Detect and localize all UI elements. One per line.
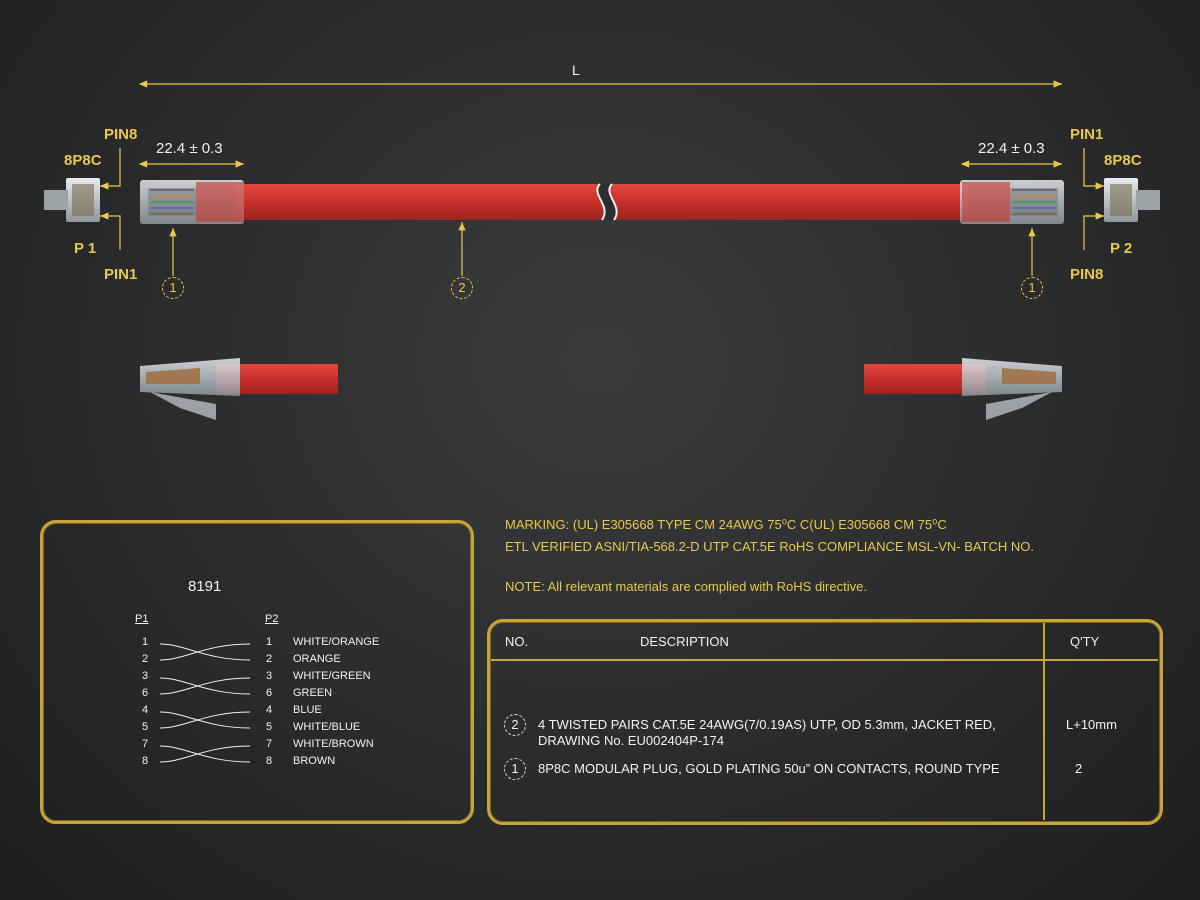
bom-row-number: 1 [504, 758, 526, 780]
bom-row-qty: 2 [1075, 761, 1083, 776]
p2-pin: 6 [266, 687, 273, 699]
p1-pin: 8 [142, 755, 149, 767]
bom-row-description: 8P8C MODULAR PLUG, GOLD PLATING 50u” ON … [538, 761, 1000, 776]
bom-row-qty: L+10mm [1066, 717, 1117, 732]
wire-color: WHITE/BLUE [293, 721, 361, 733]
right-plug-3d-view [864, 358, 1062, 420]
left-plug-label: P 1 [74, 240, 97, 257]
marking-line1: MARKING: (UL) E305668 TYPE CM 24AWG 75⁰C… [505, 517, 947, 532]
left-dimension: 22.4 ± 0.3 [156, 140, 223, 157]
right-pin-bottom: PIN8 [1070, 266, 1104, 283]
wiring-twists [159, 643, 251, 763]
right-plug-label: P 2 [1110, 240, 1133, 257]
bom-row-description: 4 TWISTED PAIRS CAT.5E 24AWG(7/0.19AS) U… [538, 717, 996, 732]
p2-pin: 3 [266, 670, 273, 682]
right-plug-end-view [1104, 178, 1160, 222]
p2-pin: 1 [266, 636, 273, 648]
callout-cable: 2 [451, 277, 473, 299]
left-connector-label: 8P8C [64, 152, 102, 169]
marking-line2: ETL VERIFIED ASNI/TIA-568.2-D UTP CAT.5E… [505, 539, 1035, 554]
p1-pin: 6 [142, 687, 149, 699]
p2-pin: 2 [266, 653, 273, 665]
wire-color: BLUE [293, 704, 322, 716]
wire-color: WHITE/ORANGE [293, 636, 380, 648]
p1-pin: 4 [142, 704, 149, 716]
left-plug-end-view [44, 178, 100, 222]
bom-row-number: 2 [504, 714, 526, 736]
right-pin-top: PIN1 [1070, 126, 1104, 143]
right-plug-side [960, 180, 1064, 224]
wire-color: GREEN [293, 687, 333, 699]
bom-table [487, 619, 1163, 825]
length-label: L [572, 62, 580, 78]
p1-pin: 1 [142, 636, 149, 648]
wire-color: BROWN [293, 755, 336, 767]
rohs-note: NOTE: All relevant materials are complie… [505, 579, 867, 594]
wire-color: WHITE/GREEN [293, 670, 371, 682]
p1-pin: 3 [142, 670, 149, 682]
wire-color: WHITE/BROWN [293, 738, 374, 750]
p2-header: P2 [265, 613, 279, 625]
bom-row-description-2: DRAWING No. EU002404P-174 [538, 733, 724, 748]
p1-pin: 5 [142, 721, 149, 733]
p2-pin: 7 [266, 738, 273, 750]
callout-plug-right: 1 [1021, 277, 1043, 299]
p1-pin: 2 [142, 653, 149, 665]
p1-header: P1 [135, 613, 149, 625]
left-plug-3d-view [140, 358, 338, 420]
right-dimension: 22.4 ± 0.3 [978, 140, 1045, 157]
bom-header-description: DESCRIPTION [640, 634, 729, 649]
bom-header-no: NO. [505, 634, 529, 649]
wiring-panel [40, 520, 474, 824]
left-pin-top: PIN8 [104, 126, 138, 143]
left-pin-bottom: PIN1 [104, 266, 138, 283]
left-plug-side [140, 180, 244, 224]
bom-header-qty: Q'TY [1070, 634, 1100, 649]
p2-pin: 8 [266, 755, 273, 767]
p2-pin: 5 [266, 721, 273, 733]
callout-plug-left: 1 [162, 277, 184, 299]
p2-pin: 4 [266, 704, 273, 716]
right-connector-label: 8P8C [1104, 152, 1142, 169]
wire-color: ORANGE [293, 653, 341, 665]
wiring-title: 8191 [188, 578, 222, 595]
p1-pin: 7 [142, 738, 149, 750]
